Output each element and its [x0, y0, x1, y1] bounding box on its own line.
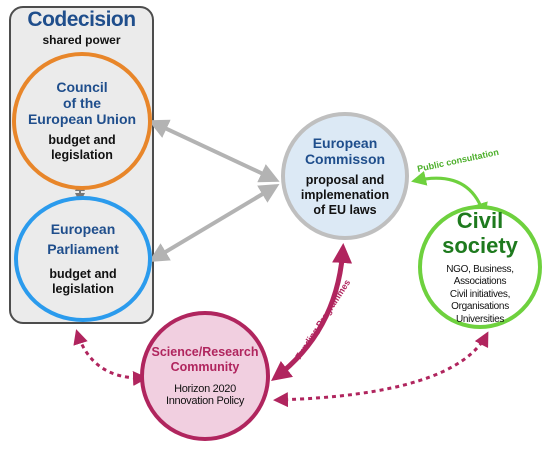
council-node: Council of the European Union budget and… [12, 52, 152, 190]
science-community-node: Science/Research Community Horizon 2020 … [140, 311, 270, 441]
parliament-role-line-1: budget and [49, 267, 117, 281]
council-name-line-2: of the [62, 95, 102, 111]
civil-name-line-1: Civil [456, 207, 504, 233]
council-name-line-3: European Union [27, 111, 137, 127]
science-name-line-1: Science/Research [151, 344, 259, 359]
science-codecision-dotted-arrow [73, 329, 148, 386]
council-name-line-1: Council [56, 79, 108, 95]
science-programme-line-2: Innovation Policy [165, 395, 245, 407]
parliament-commission-arrow [148, 183, 280, 263]
parliament-name-line-1: European [50, 221, 116, 237]
civil-members-line-3: Universities [455, 313, 505, 325]
public-consultation-label: Public consultation [416, 147, 499, 174]
council-role-line-2: legislation [51, 148, 113, 162]
commission-role-line-3: of EU laws [313, 202, 377, 217]
civil-members-line-2: Civil initiatives, Organisations [449, 288, 511, 313]
commission-role-line-2: implemenation [300, 187, 390, 202]
council-commission-arrow [148, 119, 280, 183]
commission-name-line-2: Commisson [304, 150, 386, 167]
science-name-line-2: Community [170, 359, 240, 374]
science-civil-dotted-arrow [273, 331, 489, 408]
parliament-name-line-2: Parliament [47, 241, 119, 257]
science-programme-line-1: Horizon 2020 [174, 382, 236, 395]
commission-node: European Commisson proposal and implemen… [281, 112, 409, 240]
civil-name-line-2: society [442, 232, 518, 258]
codecision-subtitle: shared power [42, 33, 121, 47]
commission-name-line-1: European [312, 134, 378, 151]
civil-members-line-1: NGO, Business, Associations [446, 263, 514, 288]
parliament-node: European Parliament budget and legislati… [14, 196, 152, 322]
codecision-title: Codecision [27, 8, 136, 31]
civil-society-node: Civil society NGO, Business, Association… [418, 205, 542, 329]
parliament-role-line-2: legislation [52, 282, 114, 296]
funding-programmes-label: Funding Programmes [293, 278, 352, 361]
commission-role-line-1: proposal and [305, 172, 385, 187]
council-role-line-1: budget and [48, 133, 116, 147]
